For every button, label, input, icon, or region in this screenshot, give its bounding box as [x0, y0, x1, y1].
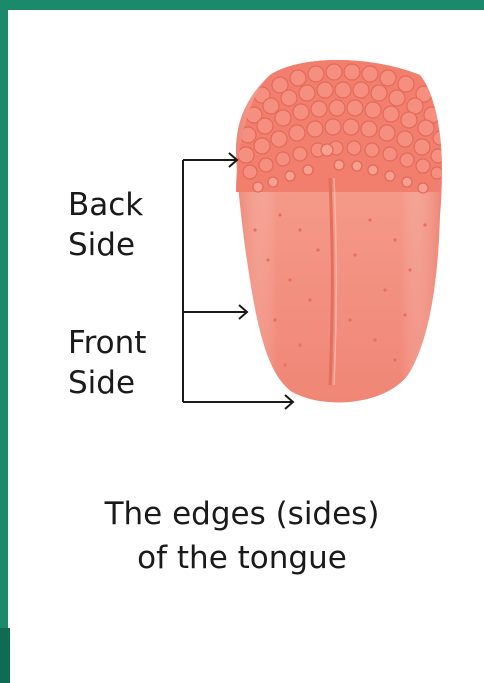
- front-side-label: Front Side: [68, 323, 146, 403]
- figure-caption: The edges (sides) of the tongue: [0, 492, 484, 580]
- back-side-label: Back Side: [68, 185, 143, 265]
- front-label-line2: Side: [68, 363, 146, 403]
- caption-line1: The edges (sides): [0, 492, 484, 536]
- front-label-line1: Front: [68, 323, 146, 363]
- back-label-line2: Side: [68, 225, 143, 265]
- papillae-cluster: [230, 55, 450, 195]
- caption-line2: of the tongue: [0, 536, 484, 580]
- back-label-line1: Back: [68, 185, 143, 225]
